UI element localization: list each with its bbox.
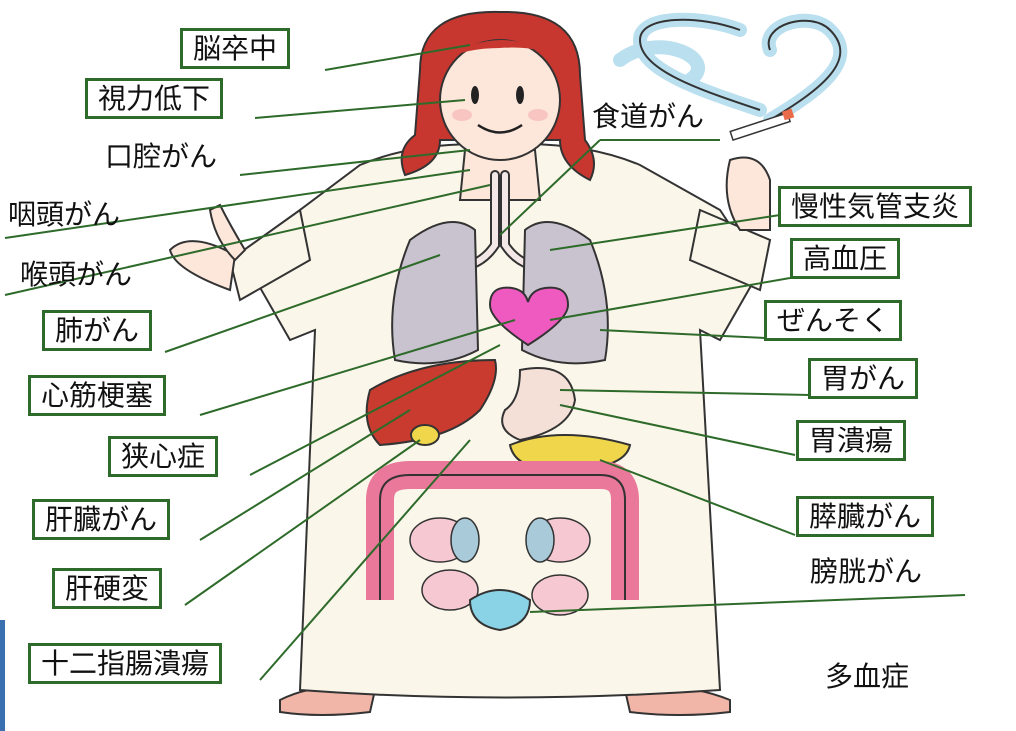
label-larynx-cancer: 喉頭がん — [20, 258, 133, 291]
leader-lines — [4, 44, 966, 681]
label-hypertension: 高血圧 — [790, 238, 901, 279]
label-duodenal-ulcer: 十二指腸潰瘍 — [28, 643, 223, 684]
label-polycythemia: 多血症 — [825, 660, 910, 693]
cigarette-smoke-lines — [638, 18, 842, 121]
label-gastric-cancer: 胃がん — [808, 358, 919, 399]
label-oral-cancer: 口腔がん — [105, 140, 218, 173]
label-stroke: 脳卒中 — [180, 28, 291, 69]
gallbladder — [410, 424, 440, 446]
large-intestine — [366, 461, 639, 600]
label-bladder-cancer: 膀胱がん — [810, 555, 923, 588]
bladder — [468, 589, 532, 632]
head — [400, 10, 595, 182]
label-esophageal-cancer: 食道がん — [592, 100, 705, 133]
label-asthma: ぜんそく — [764, 300, 903, 341]
label-vision: 視力低下 — [85, 78, 224, 119]
label-cirrhosis: 肝硬変 — [52, 568, 163, 609]
label-gastric-ulcer: 胃潰瘍 — [796, 420, 907, 461]
label-pancreatic-cancer: 膵臓がん — [796, 496, 935, 537]
label-angina: 狭心症 — [108, 436, 219, 477]
label-lung-cancer: 肺がん — [42, 310, 153, 351]
heart — [488, 286, 570, 347]
label-liver-cancer: 肝臓がん — [32, 499, 171, 540]
label-bronchitis: 慢性気管支炎 — [778, 186, 973, 227]
label-mi: 心筋梗塞 — [28, 375, 167, 416]
stomach — [501, 367, 577, 442]
cigarette — [729, 108, 795, 141]
liver — [365, 358, 497, 447]
kidneys — [450, 517, 555, 563]
edge-accent-bar — [0, 620, 5, 731]
label-pharynx-cancer: 咽頭がん — [8, 198, 121, 231]
